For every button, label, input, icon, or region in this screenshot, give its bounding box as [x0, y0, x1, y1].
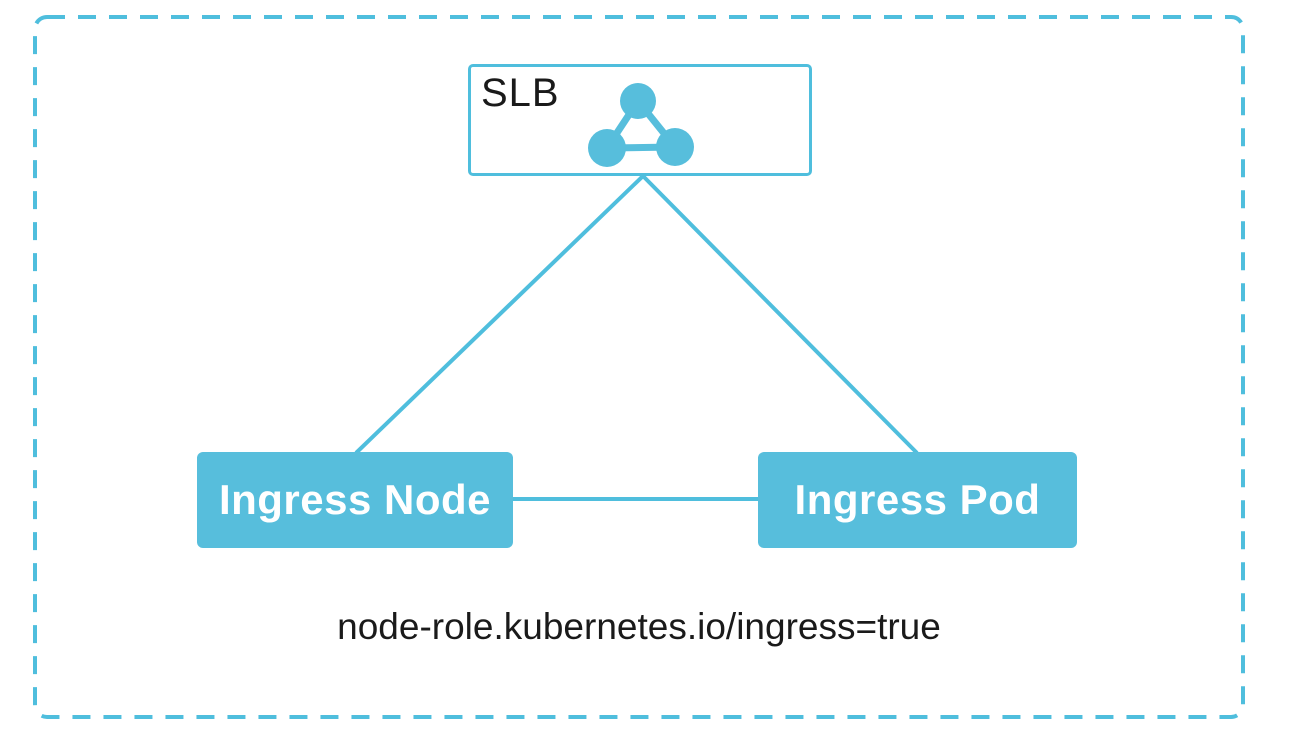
node-role-caption: node-role.kubernetes.io/ingress=true: [337, 606, 941, 647]
slb-box: SLB: [468, 64, 812, 176]
dashed-boundary: [33, 15, 1245, 719]
ingress-pod-label: Ingress Pod: [794, 476, 1041, 523]
ingress-node-label: Ingress Node: [218, 476, 492, 523]
ingress-pod-box: Ingress Pod: [758, 452, 1077, 548]
ingress-node-box: Ingress Node: [197, 452, 513, 548]
load-balancer-cluster-icon: [588, 83, 694, 167]
slb-label: SLB: [481, 71, 560, 115]
connector-slb-to-pod: [641, 174, 919, 455]
connector-slb-to-node: [354, 174, 645, 455]
